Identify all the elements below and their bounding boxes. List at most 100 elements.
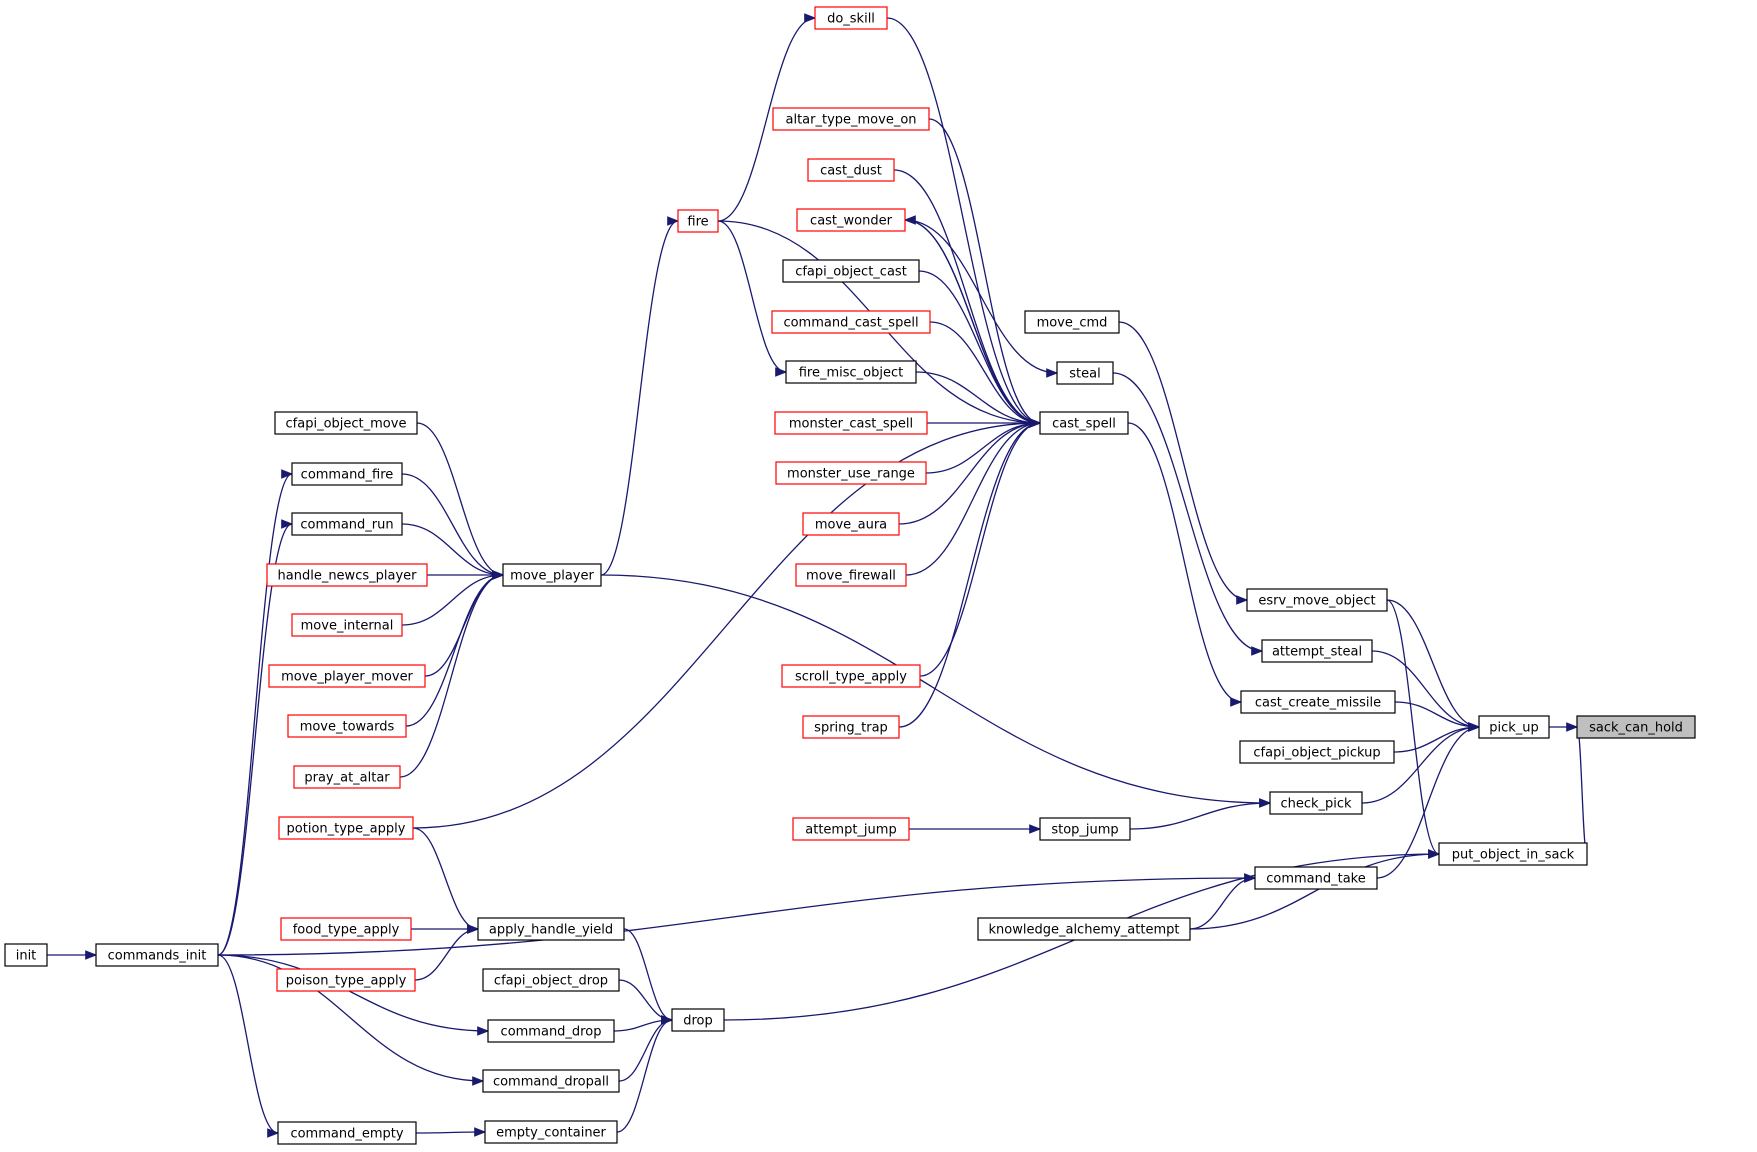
node-box	[484, 1120, 618, 1144]
node-label: apply_handle_yield	[489, 923, 613, 938]
node-box	[795, 563, 907, 587]
node-attempt_jump[interactable]: attempt_jump	[792, 817, 910, 841]
node-cast_dust[interactable]: cast_dust	[807, 158, 895, 182]
node-move_player[interactable]: move_player	[502, 563, 602, 587]
edge-potion_type_apply-to-cast_spell	[412, 418, 1042, 829]
node-init[interactable]: init	[4, 943, 48, 967]
node-label: food_type_apply	[293, 923, 400, 938]
edge-move_firewall-to-cast_spell	[905, 418, 1042, 576]
node-food_type_apply[interactable]: food_type_apply	[280, 917, 412, 941]
node-fire[interactable]: fire	[677, 209, 719, 233]
node-esrv_move_object[interactable]: esrv_move_object	[1246, 588, 1388, 612]
node-command_fire[interactable]: command_fire	[291, 462, 403, 486]
node-altar_type_move_on[interactable]: altar_type_move_on	[772, 107, 930, 131]
node-cfapi_object_move[interactable]: cfapi_object_move	[274, 411, 418, 435]
node-box	[1056, 361, 1114, 385]
edge-knowledge_alchemy_attempt-to-put_object_in_sack	[1189, 849, 1441, 930]
node-box	[487, 1019, 615, 1043]
edge-scroll_type_apply-to-cast_spell	[919, 418, 1042, 677]
edge-move_cmd-to-esrv_move_object	[1118, 321, 1249, 605]
edge-commands_init-to-command_run	[217, 519, 294, 956]
node-label: command_fire	[301, 468, 394, 483]
node-label: knowledge_alchemy_attempt	[989, 923, 1180, 938]
node-commands_init[interactable]: commands_init	[95, 943, 219, 967]
node-command_dropall[interactable]: command_dropall	[482, 1069, 620, 1093]
node-box	[671, 1008, 725, 1032]
node-put_object_in_sack[interactable]: put_object_in_sack	[1438, 842, 1588, 866]
node-box	[796, 208, 906, 232]
node-cfapi_object_cast[interactable]: cfapi_object_cast	[782, 259, 920, 283]
node-cfapi_object_pickup[interactable]: cfapi_object_pickup	[1239, 740, 1395, 764]
node-poison_type_apply[interactable]: poison_type_apply	[276, 968, 416, 992]
node-sack_can_hold[interactable]: sack_can_hold	[1576, 715, 1696, 739]
node-apply_handle_yield[interactable]: apply_handle_yield	[477, 917, 625, 941]
node-label: fire	[687, 215, 708, 230]
node-cast_create_missile[interactable]: cast_create_missile	[1240, 690, 1396, 714]
node-drop[interactable]: drop	[671, 1008, 725, 1032]
node-box	[782, 259, 920, 283]
node-steal[interactable]: steal	[1056, 361, 1114, 385]
node-box	[1254, 866, 1378, 890]
node-cast_wonder[interactable]: cast_wonder	[796, 208, 906, 232]
node-label: command_cast_spell	[783, 316, 918, 331]
node-label: attempt_jump	[805, 823, 896, 838]
node-check_pick[interactable]: check_pick	[1269, 791, 1363, 815]
node-command_run[interactable]: command_run	[291, 512, 403, 536]
node-label: command_take	[1266, 872, 1366, 887]
node-command_take[interactable]: command_take	[1254, 866, 1378, 890]
node-command_drop[interactable]: command_drop	[487, 1019, 615, 1043]
node-label: cfapi_object_pickup	[1253, 746, 1380, 761]
node-handle_newcs_player[interactable]: handle_newcs_player	[266, 563, 428, 587]
node-label: esrv_move_object	[1258, 594, 1375, 609]
edge-cfapi_object_move-to-move_player	[416, 422, 505, 580]
edge-move_internal-to-move_player	[401, 570, 505, 626]
node-empty_container[interactable]: empty_container	[484, 1120, 618, 1144]
node-label: init	[16, 949, 37, 964]
node-command_empty[interactable]: command_empty	[277, 1121, 417, 1145]
node-label: command_drop	[501, 1025, 602, 1040]
edge-fire-to-do_skill	[717, 13, 817, 222]
node-cfapi_object_drop[interactable]: cfapi_object_drop	[482, 968, 620, 992]
node-fire_misc_object[interactable]: fire_misc_object	[785, 360, 917, 384]
node-label: command_run	[300, 518, 393, 533]
edge-commands_init-to-command_empty	[217, 954, 280, 1138]
node-move_cmd[interactable]: move_cmd	[1024, 310, 1120, 334]
node-label: empty_container	[496, 1126, 606, 1141]
edge-command_run-to-move_player	[401, 523, 505, 580]
node-box	[4, 943, 48, 967]
node-cast_spell[interactable]: cast_spell	[1039, 411, 1129, 435]
node-pick_up[interactable]: pick_up	[1478, 715, 1550, 739]
node-move_internal[interactable]: move_internal	[291, 613, 403, 637]
edge-apply_handle_yield-to-drop	[623, 928, 674, 1025]
node-scroll_type_apply[interactable]: scroll_type_apply	[781, 664, 921, 688]
node-box	[1269, 791, 1363, 815]
node-box	[291, 462, 403, 486]
node-spring_trap[interactable]: spring_trap	[802, 715, 900, 739]
node-potion_type_apply[interactable]: potion_type_apply	[278, 816, 414, 840]
edge-move_player-to-fire	[600, 216, 680, 576]
node-label: drop	[683, 1014, 713, 1029]
node-move_player_mover[interactable]: move_player_mover	[268, 664, 426, 688]
node-move_firewall[interactable]: move_firewall	[795, 563, 907, 587]
node-do_skill[interactable]: do_skill	[814, 6, 888, 30]
node-pray_at_altar[interactable]: pray_at_altar	[293, 765, 401, 789]
node-box	[266, 563, 428, 587]
node-move_towards[interactable]: move_towards	[287, 714, 407, 738]
edge-cast_spell-to-cast_create_missile	[1127, 422, 1243, 707]
node-move_aura[interactable]: move_aura	[802, 512, 900, 536]
node-label: move_firewall	[806, 569, 896, 584]
node-knowledge_alchemy_attempt[interactable]: knowledge_alchemy_attempt	[977, 917, 1191, 941]
node-monster_cast_spell[interactable]: monster_cast_spell	[774, 411, 928, 435]
node-label: scroll_type_apply	[795, 670, 907, 685]
node-monster_use_range[interactable]: monster_use_range	[775, 461, 927, 485]
node-label: do_skill	[827, 12, 875, 27]
node-label: potion_type_apply	[287, 822, 406, 837]
node-stop_jump[interactable]: stop_jump	[1039, 817, 1131, 841]
node-label: cfapi_object_drop	[494, 974, 608, 989]
edge-altar_type_move_on-to-cast_spell	[928, 118, 1042, 428]
node-attempt_steal[interactable]: attempt_steal	[1261, 639, 1373, 663]
node-command_cast_spell[interactable]: command_cast_spell	[771, 310, 931, 334]
node-box	[482, 1069, 620, 1093]
node-label: cast_dust	[820, 164, 882, 179]
